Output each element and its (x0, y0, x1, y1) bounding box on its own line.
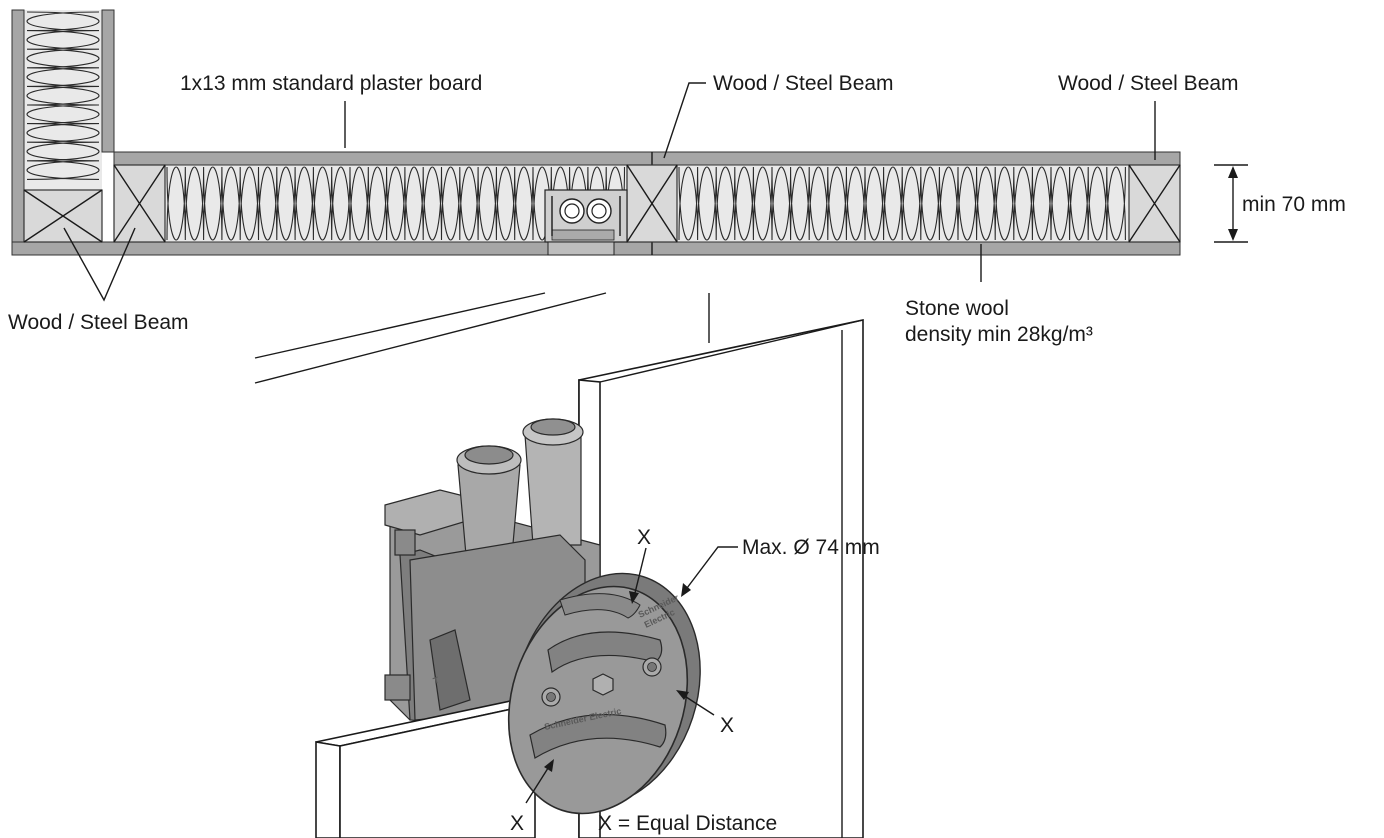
dimension-arrows (525, 546, 738, 804)
beam-left (113, 164, 166, 243)
beam-label-right: Wood / Steel Beam (1058, 72, 1239, 95)
beam-right (1128, 164, 1181, 243)
beam-center (626, 164, 678, 243)
beam-left-vertical (23, 189, 103, 243)
x-marker-top: X (637, 526, 651, 549)
conduit-entry-right (522, 418, 584, 546)
vertical-wall-board-right (101, 9, 115, 153)
plaster-board-left-panel (315, 699, 536, 838)
x-marker-bottom: X (510, 812, 524, 835)
stone-wool-density-label: density min 28kg/m³ (905, 323, 1093, 346)
beam-label-bottom-left: Wood / Steel Beam (8, 311, 189, 334)
min-depth-label: min 70 mm (1242, 193, 1346, 216)
stone-wool-label: Stone wool (905, 297, 1009, 320)
vertical-wall-board-left (11, 9, 25, 243)
max-diameter-label: Max. Ø 74 mm (742, 536, 880, 559)
box-section (544, 189, 628, 256)
beam-label-center: Wood / Steel Beam (713, 72, 894, 95)
plaster-board-label: 1x13 mm standard plaster board (180, 72, 482, 95)
stone-wool-left-cavity (166, 166, 626, 241)
plaster-board-top (113, 151, 1181, 166)
round-cover-plate: Schneider Electric Schneider Electric (507, 572, 701, 815)
stone-wool-right-cavity (678, 166, 1126, 241)
equal-distance-legend: X = Equal Distance (598, 812, 777, 835)
vertical-wall-insulation (26, 11, 100, 180)
svg-text:T: T (432, 675, 441, 686)
installation-perspective: T Schneider Electric (254, 292, 864, 838)
x-marker-right: X (720, 714, 734, 737)
wall-cross-section (11, 9, 1248, 302)
flush-mounting-box: T (384, 418, 601, 731)
depth-dimension (1214, 164, 1248, 243)
